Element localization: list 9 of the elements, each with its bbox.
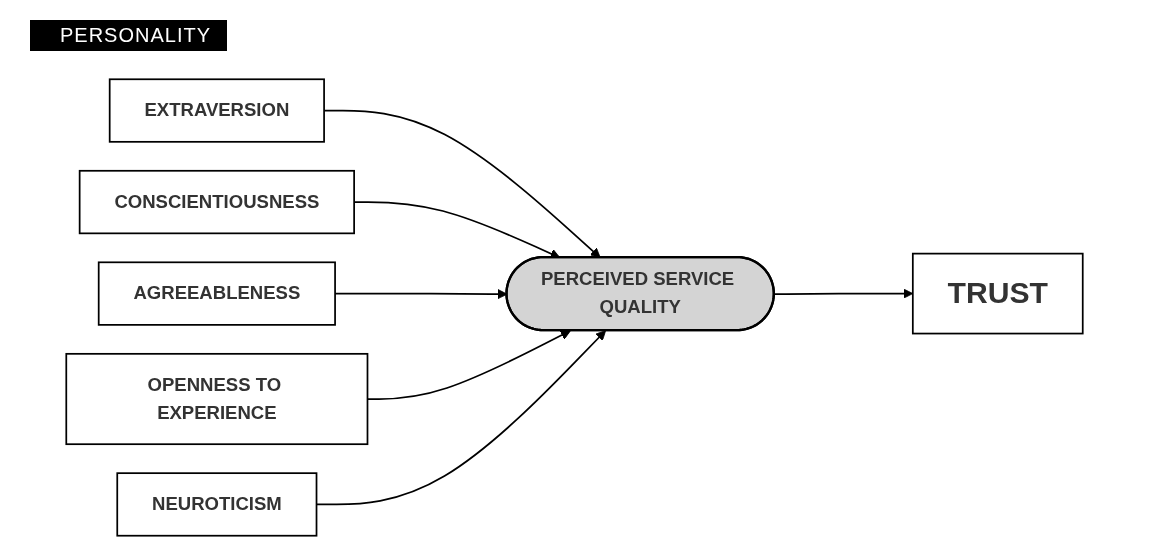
node-box: CONSCIENTIOUSNESS (79, 169, 356, 235)
node-box: EXTRAVERSION (109, 78, 326, 143)
node-box: OPENNESS TO EXPERIENCE (65, 352, 369, 446)
node-box: AGREEABLENESS (98, 261, 337, 326)
node-box: TRUST (912, 252, 1085, 335)
node-box: NEUROTICISM (116, 472, 318, 537)
arrow (367, 330, 572, 400)
arrow (774, 288, 914, 299)
heading-band: PERSONALITY (30, 20, 228, 51)
